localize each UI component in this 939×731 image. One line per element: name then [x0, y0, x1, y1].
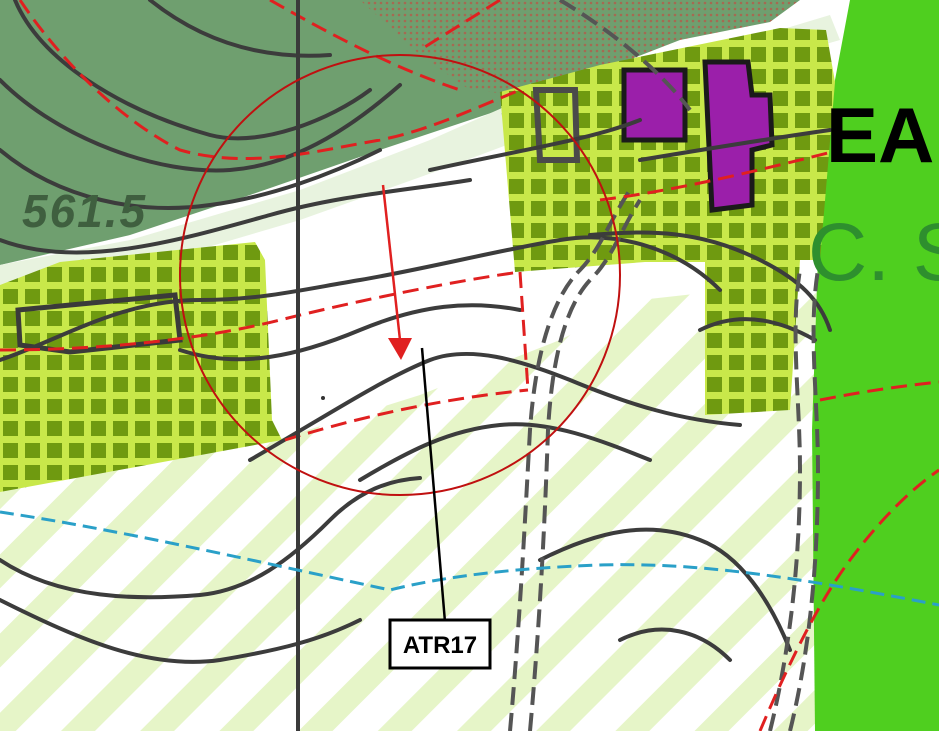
map-dot: [321, 396, 325, 400]
contour-lines: [0, 0, 832, 664]
hatched-zone: [0, 280, 820, 731]
parcel-outline-top: [532, 87, 581, 163]
building-right: [702, 59, 775, 213]
bright-green-area: [812, 0, 939, 731]
place-code-label: EA: [826, 91, 934, 179]
track-dashed-lines: [508, 0, 821, 731]
place-letters-label: C. S: [808, 207, 939, 298]
target-circle: [179, 54, 621, 496]
red-arrow-icon: [388, 338, 412, 360]
building-left: [621, 67, 688, 143]
dotted-forest-area: [360, 0, 800, 95]
waterway-line: [0, 510, 939, 607]
label-leader-line: [420, 347, 447, 623]
site-code-label[interactable]: ATR17: [403, 632, 477, 659]
site-label-box: [388, 618, 492, 670]
red-arrow-shaft: [381, 184, 402, 341]
dark-forest-area: [0, 0, 520, 265]
elevation-label: 561.5: [22, 185, 147, 237]
